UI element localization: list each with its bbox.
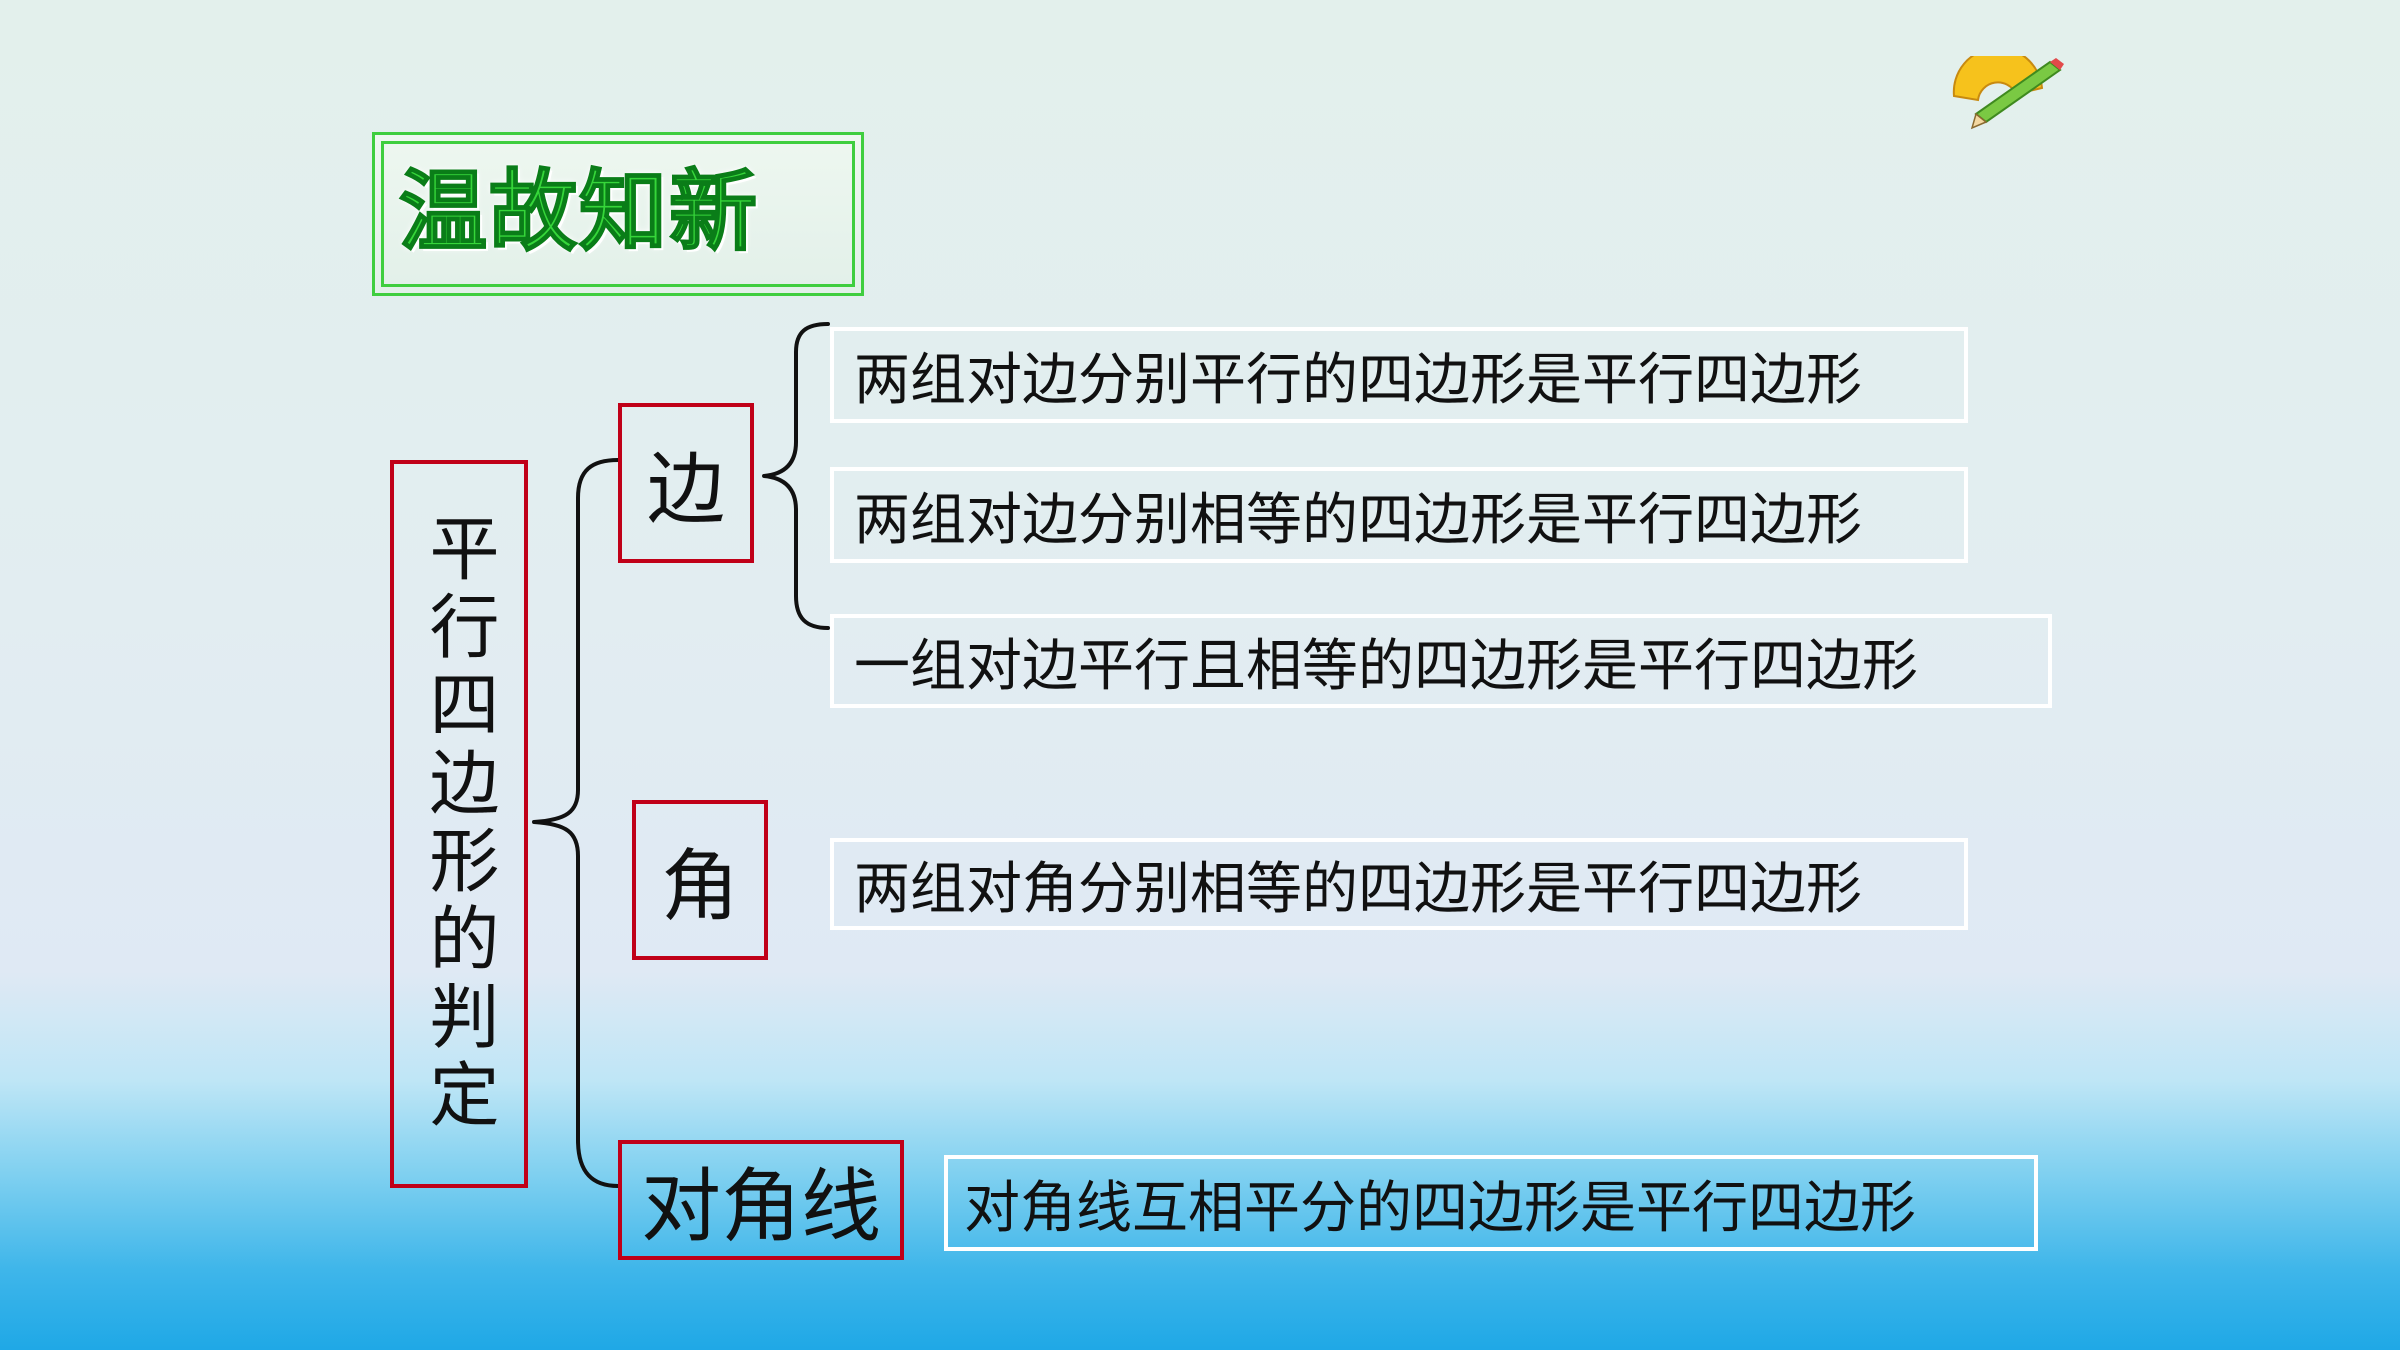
page-title: 温故知新 xyxy=(398,159,760,264)
statement-side-3: 一组对边平行且相等的四边形是平行四边形 xyxy=(830,614,2052,708)
category-diagonal-box: 对角线 xyxy=(618,1140,904,1260)
root-label: 平行四边形的判定 xyxy=(418,512,500,1136)
category-diagonal-label: 对角线 xyxy=(641,1160,881,1253)
category-angle-box: 角 xyxy=(632,800,768,960)
title-box: 温故知新 xyxy=(372,132,864,296)
statement-diagonal-1: 对角线互相平分的四边形是平行四边形 xyxy=(944,1155,2038,1251)
category-side-box: 边 xyxy=(618,403,754,563)
root-brace xyxy=(532,458,620,1188)
side-brace xyxy=(762,322,830,630)
category-angle-label: 角 xyxy=(660,842,739,932)
statement-text: 两组对角分别相等的四边形是平行四边形 xyxy=(854,856,1862,922)
statement-side-2: 两组对边分别相等的四边形是平行四边形 xyxy=(830,467,1968,563)
statement-side-1: 两组对边分别平行的四边形是平行四边形 xyxy=(830,327,1968,423)
statement-text: 两组对边分别相等的四边形是平行四边形 xyxy=(854,487,1862,553)
protractor-pencil-icon xyxy=(1952,56,2064,130)
statement-text: 两组对边分别平行的四边形是平行四边形 xyxy=(854,347,1862,413)
category-side-label: 边 xyxy=(646,445,725,535)
statement-text: 一组对边平行且相等的四边形是平行四边形 xyxy=(854,633,1918,699)
statement-angle-1: 两组对角分别相等的四边形是平行四边形 xyxy=(830,838,1968,930)
root-box: 平行四边形的判定 xyxy=(390,460,528,1188)
statement-text: 对角线互相平分的四边形是平行四边形 xyxy=(964,1175,1916,1241)
